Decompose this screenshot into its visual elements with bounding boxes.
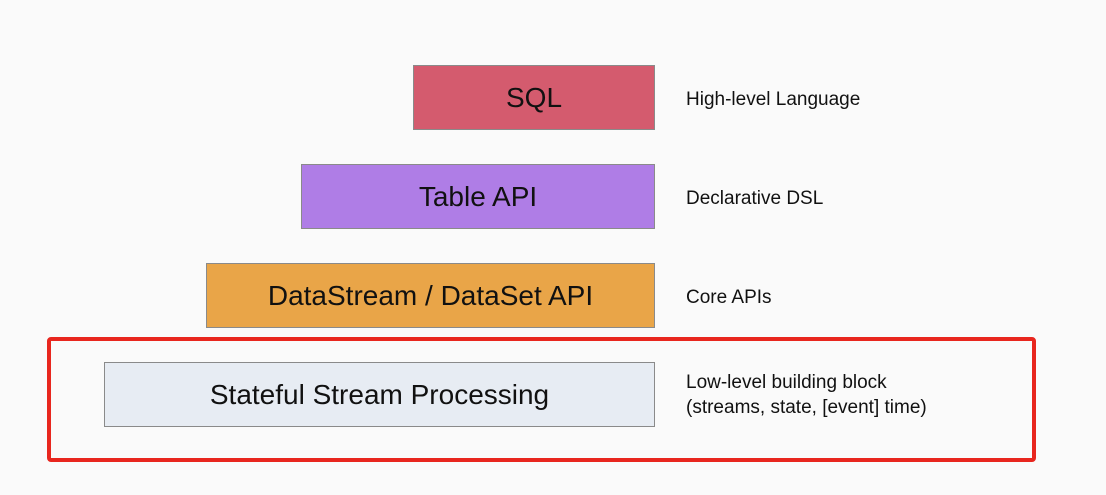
layer-table-api: Table API <box>301 164 655 229</box>
layer-table-api-label: Table API <box>418 180 538 212</box>
layer-stateful-stream-processing: Stateful Stream Processing <box>104 362 655 427</box>
layer-datastream-api: DataStream / DataSet API <box>206 263 655 328</box>
highlight-frame <box>47 337 1036 462</box>
layer-stateful-description-line1: Low-level building block <box>686 372 887 393</box>
layer-sql-description: High-level Language <box>686 89 861 110</box>
layer-stateful-label: Stateful Stream Processing <box>209 378 550 410</box>
layer-stateful-description-line2: (streams, state, [event] time) <box>686 397 927 418</box>
layer-datastream-api-label: DataStream / DataSet API <box>267 279 594 311</box>
layer-sql: SQL <box>413 65 655 130</box>
layer-sql-label: SQL <box>505 81 563 113</box>
layer-table-api-description: Declarative DSL <box>686 188 824 209</box>
layer-stateful-description: Low-level building block (streams, state… <box>686 370 927 420</box>
layer-datastream-api-description: Core APIs <box>686 287 772 308</box>
